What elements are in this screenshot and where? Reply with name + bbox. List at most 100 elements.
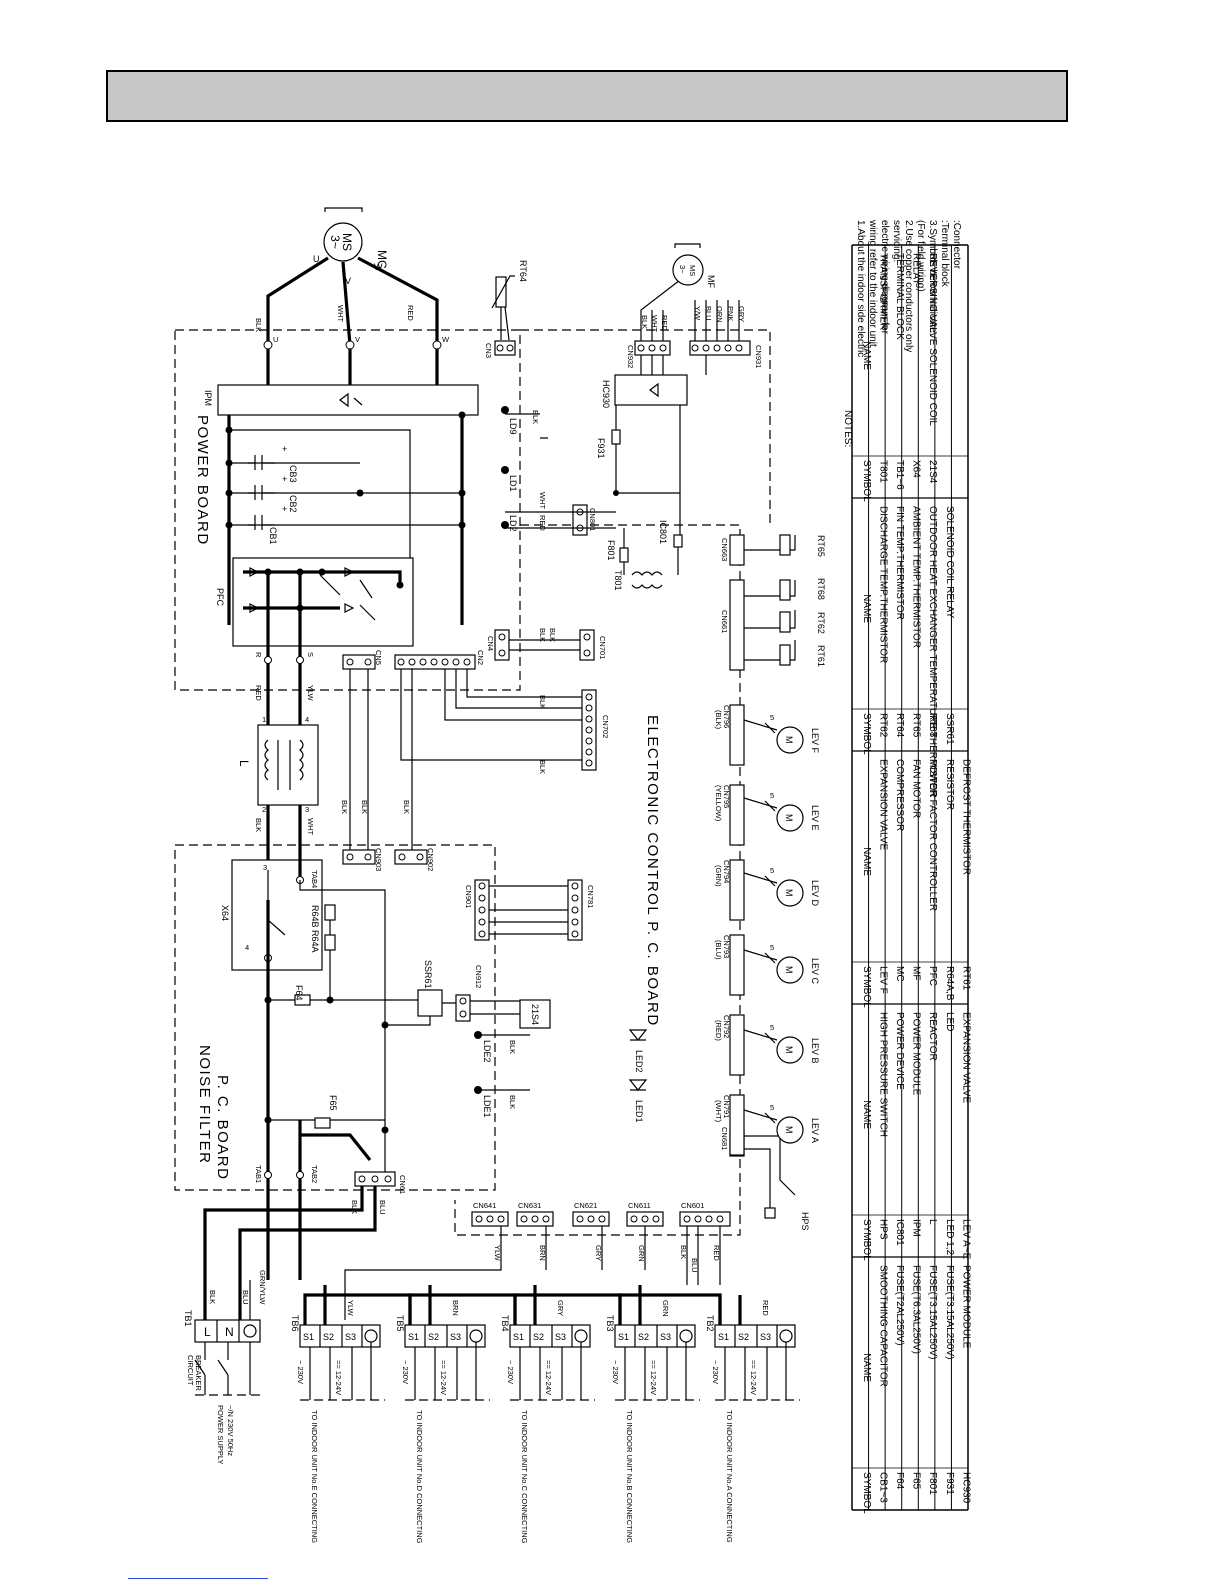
svg-text:S2: S2 — [323, 1332, 334, 1342]
table-symbol-cell: HC930 — [960, 1472, 971, 1504]
tab4-label: TAB4 — [310, 870, 319, 888]
svg-text:BLK: BLK — [254, 318, 263, 332]
svg-text:4: 4 — [245, 943, 249, 952]
svg-text:(YELLOW): (YELLOW) — [714, 785, 723, 822]
svg-text:3.Symbols below indicate.: 3.Symbols below indicate. — [927, 220, 938, 336]
mf-label: MF — [706, 275, 716, 288]
table-name-cell: TRANSFORMER — [878, 253, 889, 330]
noise-filter-boundary — [174, 844, 496, 1191]
svg-text:== 12-24V: == 12-24V — [334, 1360, 343, 1395]
svg-text:CN661: CN661 — [720, 610, 729, 633]
table-name-cell: DISCHARGE TEMP.THERMISTOR — [878, 506, 889, 663]
svg-text:RED: RED — [254, 685, 263, 701]
svg-text:M: M — [784, 736, 794, 744]
svg-text:BRN: BRN — [538, 1245, 547, 1261]
svg-text:TB5: TB5 — [395, 1315, 405, 1332]
table-symbol-cell: HPS — [878, 1219, 889, 1240]
table-name-cell: TERMINAL BLOCK — [894, 253, 905, 340]
t801-label: T801 — [613, 570, 623, 591]
hc930-label: HC930 — [601, 380, 611, 408]
table-name-cell: HIGH PRESSURE SWITCH — [878, 1012, 889, 1137]
svg-text:RED: RED — [538, 515, 547, 531]
tb1-label: TB1 — [183, 1310, 193, 1327]
lev-c-label: LEV C — [810, 958, 820, 985]
svg-text:RED: RED — [406, 305, 415, 321]
svg-text:GRN: GRN — [637, 1245, 646, 1262]
table-name-cell: EXPANSION VALVE — [878, 759, 889, 850]
svg-text:(WHT): (WHT) — [714, 1100, 723, 1123]
cn5-connector — [342, 654, 376, 670]
svg-text:S2: S2 — [738, 1332, 749, 1342]
svg-text:CN61: CN61 — [398, 1175, 407, 1194]
title-bar — [106, 70, 1068, 122]
tab1-label: TAB1 — [254, 1165, 263, 1183]
table-header-symbol: SYMBOL — [861, 966, 872, 1008]
svg-text:4: 4 — [305, 715, 309, 724]
cb1-label: CB1 — [268, 527, 278, 545]
svg-text:S2: S2 — [533, 1332, 544, 1342]
table-name-cell: POWER MODULE — [911, 1012, 922, 1096]
svg-text:== 12-24V: == 12-24V — [439, 1360, 448, 1395]
table-symbol-cell: RT68 — [927, 713, 938, 738]
table-symbol-cell: 21S4 — [927, 460, 938, 484]
svg-text:BLK: BLK — [679, 1245, 688, 1259]
ic801-label: IC801 — [658, 520, 668, 544]
svg-text:S1: S1 — [718, 1332, 729, 1342]
cn4-connector — [494, 629, 510, 661]
svg-text:+: + — [282, 474, 287, 484]
smoothing-capacitors: +++ CB3 CB2 CB1 — [248, 444, 298, 545]
lev-e-label: LEV E — [810, 805, 820, 831]
svg-text:~ 230V: ~ 230V — [401, 1360, 410, 1384]
table-header-symbol: SYMBOL — [861, 1472, 872, 1514]
svg-text:CN792: CN792 — [722, 1015, 731, 1038]
ld2-label: LD2 — [508, 515, 518, 532]
hps-label: HPS — [800, 1212, 810, 1231]
svg-text:PNK: PNK — [726, 306, 735, 321]
table-header-symbol: SYMBOL — [861, 1219, 872, 1261]
svg-text:CN631: CN631 — [518, 1201, 541, 1210]
table-header-name: NAME — [861, 341, 872, 370]
table-symbol-cell: LEV F — [878, 966, 889, 994]
table-symbol-cell: RT61 — [960, 966, 971, 991]
lev-a-label: LEV A — [810, 1118, 820, 1143]
svg-text:M: M — [784, 1126, 794, 1134]
svg-text:CN621: CN621 — [574, 1201, 597, 1210]
svg-text:N: N — [225, 1325, 234, 1339]
table-name-cell: FUSE(T6.3AL250V) — [911, 1265, 922, 1354]
table-symbol-cell: MC — [894, 966, 905, 982]
svg-text:BRN: BRN — [451, 1300, 460, 1316]
table-symbol-cell: F801 — [927, 1472, 938, 1495]
svg-text:M: M — [784, 889, 794, 897]
svg-text:1.About the indoor side electr: 1.About the indoor side electric — [855, 220, 866, 357]
table-name-cell: EXPANSION VALVE — [960, 1012, 971, 1103]
table-symbol-cell: RT62 — [878, 713, 889, 738]
svg-text:BLK: BLK — [508, 1040, 517, 1054]
svg-text:2: 2 — [262, 805, 266, 814]
svg-text:TB4: TB4 — [500, 1315, 510, 1332]
table-header-name: NAME — [861, 1353, 872, 1382]
svg-text:BLK: BLK — [254, 818, 263, 832]
svg-text:S1: S1 — [303, 1332, 314, 1342]
svg-text:V: V — [345, 276, 351, 286]
table-name-cell: RELAY — [911, 253, 922, 285]
svg-text:RT68: RT68 — [816, 578, 826, 600]
cn912-connector — [455, 994, 471, 1022]
table-symbol-cell: CB1~3 — [878, 1472, 889, 1503]
power-board-boundary — [174, 329, 521, 691]
svg-text:S3: S3 — [450, 1332, 461, 1342]
coil-21s4 — [519, 999, 551, 1029]
table-header-name: NAME — [861, 847, 872, 876]
svg-text:L: L — [204, 1325, 211, 1339]
svg-text:CN702: CN702 — [601, 715, 610, 738]
svg-text:BLU: BLU — [241, 1290, 250, 1305]
svg-text:CN903: CN903 — [374, 848, 383, 871]
cn701-connector — [579, 629, 595, 661]
svg-text:3: 3 — [263, 863, 267, 872]
svg-text:BLU: BLU — [690, 1258, 699, 1273]
svg-text:WHT: WHT — [306, 818, 315, 835]
table-symbol-cell: L — [927, 1219, 938, 1225]
svg-text:WHT: WHT — [336, 305, 345, 322]
